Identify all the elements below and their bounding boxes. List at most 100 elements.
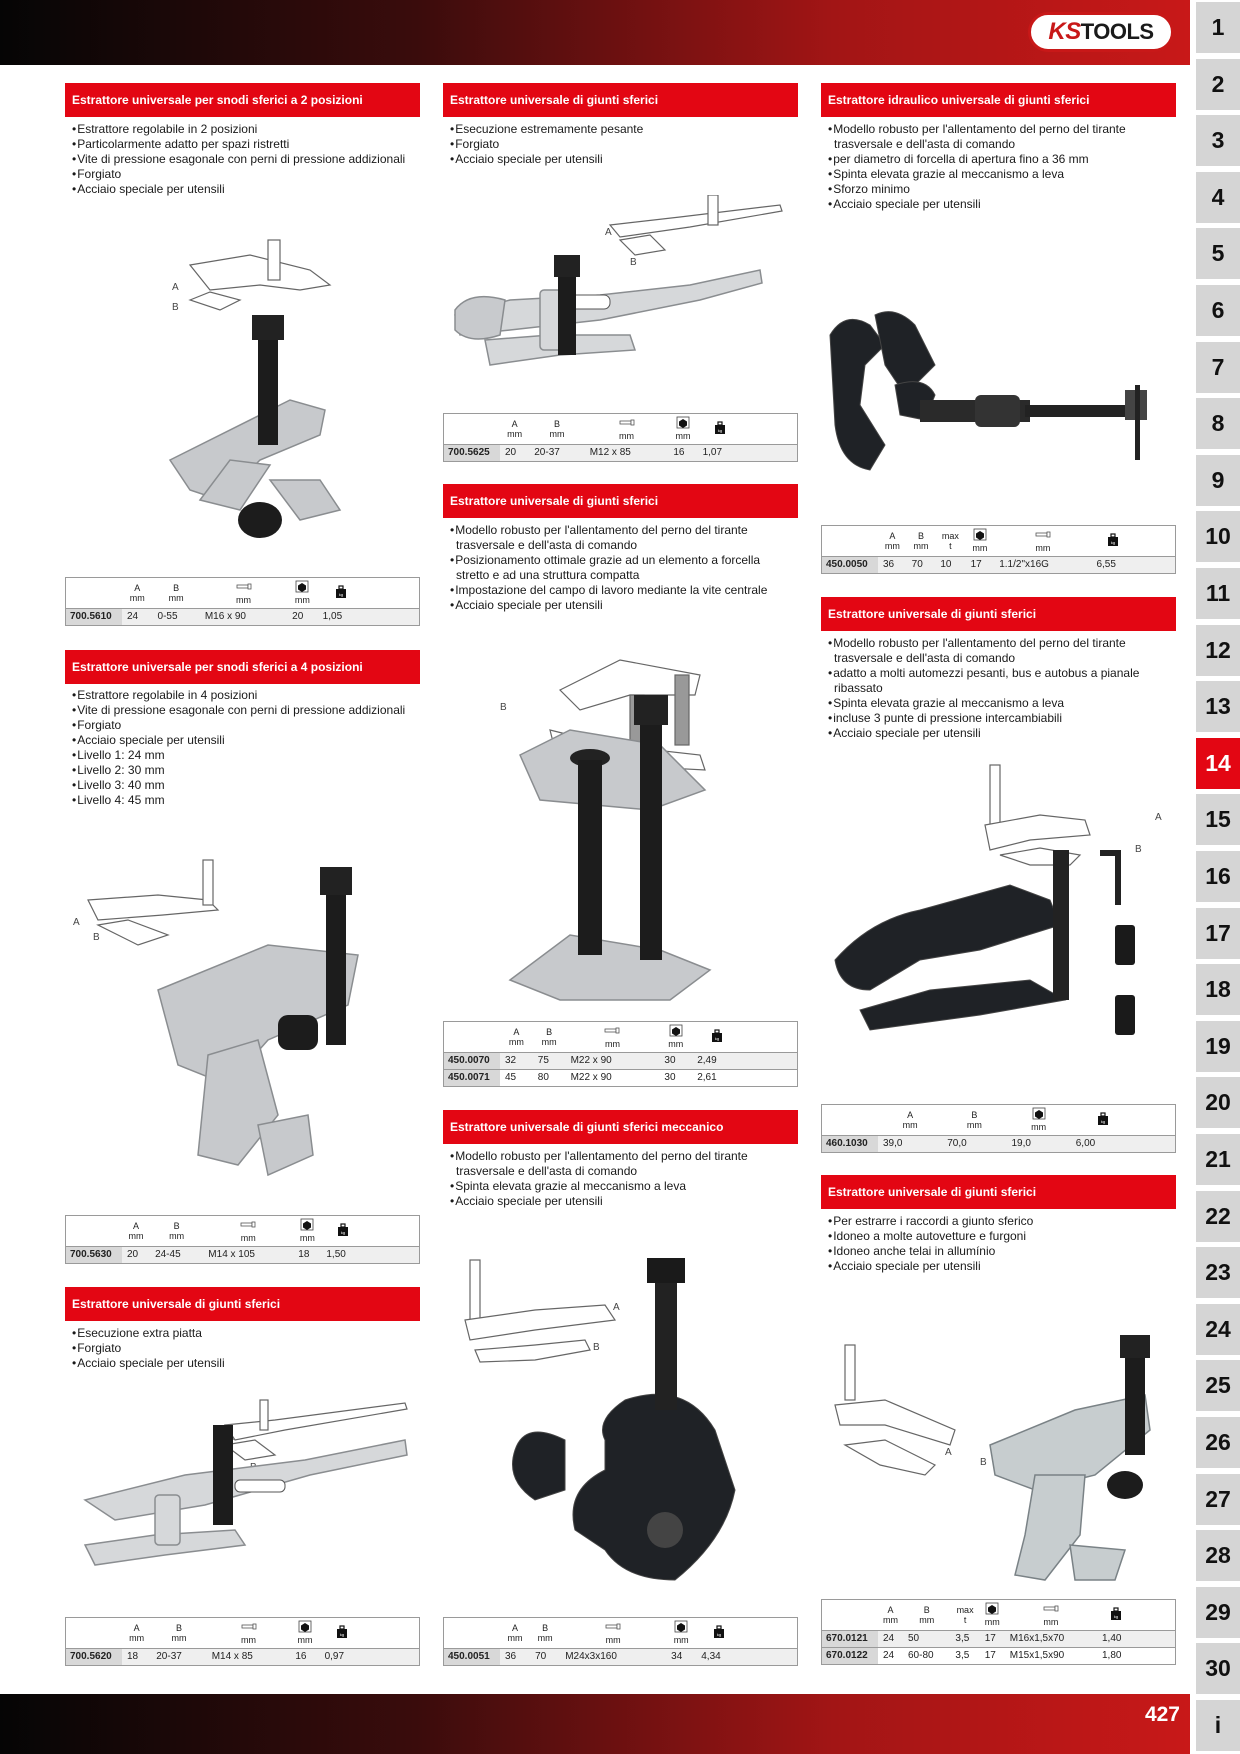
wrench-size-icon <box>295 580 309 593</box>
bolt-length-icon <box>236 583 251 590</box>
feature-item: adatto a molti automezzi pesanti, bus e … <box>826 666 1171 696</box>
feature-list: Per estrarre i raccordi a giunto sferico… <box>826 1214 1171 1274</box>
svg-text:A: A <box>172 282 179 293</box>
ball-joint-puller-image: AB <box>454 195 783 366</box>
chapter-tab-14[interactable]: 14 <box>1196 737 1240 789</box>
feature-item: Livello 1: 24 mm <box>70 748 425 763</box>
chapter-tab-8[interactable]: 8 <box>1196 398 1240 450</box>
chapter-tab-27[interactable]: 27 <box>1196 1473 1240 1525</box>
wrench-size-icon <box>973 528 987 541</box>
feature-item: Modello robusto per l'allentamento del p… <box>448 523 793 553</box>
wrench-size-icon <box>1032 1107 1046 1120</box>
wrench-size-icon <box>676 416 690 429</box>
chapter-tab-17[interactable]: 17 <box>1196 907 1240 959</box>
feature-item: Particolarmente adatto per spazi ristret… <box>70 137 425 152</box>
bolt-length-icon <box>619 419 634 426</box>
feature-item: Modello robusto per l'allentamento del p… <box>448 1149 793 1179</box>
bolt-length-icon <box>241 1623 256 1630</box>
feature-item: Spinta elevata grazie al meccanismo a le… <box>826 167 1171 182</box>
feature-list: Modello robusto per l'allentamento del p… <box>448 523 793 613</box>
feature-item: Modello robusto per l'allentamento del p… <box>826 636 1171 666</box>
wrench-size-icon <box>298 1620 312 1633</box>
feature-item: Spinta elevata grazie al meccanismo a le… <box>826 696 1171 711</box>
chapter-tab-15[interactable]: 15 <box>1196 794 1240 846</box>
chapter-tab-23[interactable]: 23 <box>1196 1247 1240 1299</box>
feature-item: Livello 3: 40 mm <box>70 778 425 793</box>
chapter-tab-29[interactable]: 29 <box>1196 1586 1240 1638</box>
chapter-tab-24[interactable]: 24 <box>1196 1303 1240 1355</box>
bolt-length-icon <box>240 1221 256 1228</box>
section-title-heavy-vehicles: Estrattore universale di giunti sferici <box>821 597 1176 631</box>
feature-item: Esecuzione estremamente pesante <box>448 122 803 137</box>
svg-text:A: A <box>73 917 80 928</box>
svg-text:B: B <box>500 702 507 713</box>
chapter-tab-13[interactable]: 13 <box>1196 681 1240 733</box>
svg-text:B: B <box>593 1342 600 1353</box>
feature-item: Esecuzione extra piatta <box>70 1326 425 1341</box>
chapter-tab-16[interactable]: 16 <box>1196 851 1240 902</box>
feature-item: Acciaio speciale per utensili <box>448 1194 793 1209</box>
ball-joint-puller-image: AB <box>73 859 359 1177</box>
feature-list: Estrattore regolabile in 2 posizioni Par… <box>70 122 425 197</box>
ball-joint-puller-image: AB <box>834 1335 1151 1581</box>
chapter-tab-21[interactable]: 21 <box>1196 1134 1240 1185</box>
svg-text:B: B <box>1135 844 1142 855</box>
chapter-tab-18[interactable]: 18 <box>1196 964 1240 1016</box>
feature-item: Vite di pressione esagonale con perni di… <box>70 703 425 718</box>
weight-kg-icon <box>337 1223 349 1237</box>
header-bar <box>0 0 1190 65</box>
feature-item: Posizionamento ottimale grazie ad un ele… <box>448 553 793 583</box>
svg-text:A: A <box>1155 812 1162 823</box>
chapter-tab-11[interactable]: 11 <box>1196 568 1240 619</box>
svg-text:B: B <box>980 1457 987 1468</box>
chapter-tab-20[interactable]: 20 <box>1196 1077 1240 1129</box>
hydraulic-puller-image <box>829 311 1147 471</box>
feature-list: Modello robusto per l'allentamento del p… <box>826 636 1171 741</box>
bolt-length-icon <box>605 1623 621 1630</box>
feature-list: Modello robusto per l'allentamento del p… <box>826 122 1171 212</box>
ball-joint-puller-image: AB <box>834 764 1162 1035</box>
chapter-tab-4[interactable]: 4 <box>1196 171 1240 223</box>
wrench-size-icon <box>985 1602 999 1615</box>
chapter-tab-3[interactable]: 3 <box>1196 115 1240 167</box>
chapter-tab-26[interactable]: 26 <box>1196 1417 1240 1468</box>
feature-item: Acciaio speciale per utensili <box>826 1259 1171 1274</box>
chapter-tab-19[interactable]: 19 <box>1196 1020 1240 1072</box>
chapter-tab-5[interactable]: 5 <box>1196 228 1240 280</box>
svg-text:B: B <box>630 257 637 268</box>
chapter-tab-22[interactable]: 22 <box>1196 1190 1240 1242</box>
chapter-tab-7[interactable]: 7 <box>1196 341 1240 393</box>
feature-item: Forgiato <box>70 167 425 182</box>
feature-list: Estrattore regolabile in 4 posizioni Vit… <box>70 688 425 808</box>
chapter-tab-2[interactable]: 2 <box>1196 58 1240 110</box>
chapter-tab-25[interactable]: 25 <box>1196 1360 1240 1412</box>
chapter-tab-10[interactable]: 10 <box>1196 511 1240 563</box>
chapter-tab-28[interactable]: 28 <box>1196 1530 1240 1582</box>
chapter-tab-30[interactable]: 30 <box>1196 1643 1240 1695</box>
chapter-tab-i[interactable]: i <box>1196 1700 1240 1751</box>
chapter-tab-9[interactable]: 9 <box>1196 454 1240 506</box>
feature-item: Idoneo a molte autovetture e furgoni <box>826 1229 1171 1244</box>
chapter-tab-6[interactable]: 6 <box>1196 285 1240 336</box>
wrench-size-icon <box>669 1024 683 1037</box>
chapter-tab-12[interactable]: 12 <box>1196 624 1240 676</box>
feature-list: Esecuzione estremamente pesante Forgiato… <box>448 122 803 167</box>
chapter-tab-1[interactable]: 1 <box>1196 2 1240 53</box>
